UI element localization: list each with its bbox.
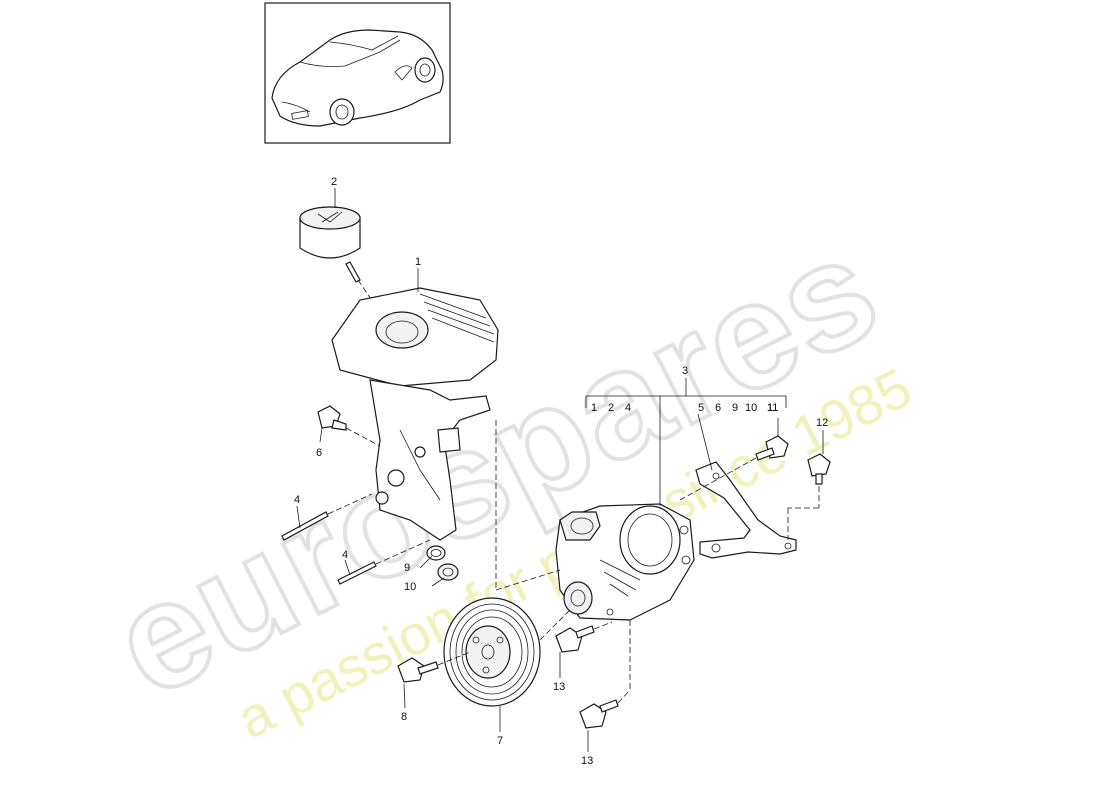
callout-3-item-1: 1 [591,402,597,414]
part-11-bolt [679,435,789,501]
part-13-bolt-upper [555,621,613,653]
callout-3: 3 [682,365,688,377]
part-10-seal [437,563,459,581]
callout-3-item-8: 11 [767,402,778,414]
callout-1: 1 [415,256,421,268]
part-7-pulley [443,597,576,707]
part-12-bolt [787,453,831,540]
car-icon [271,29,444,127]
part-8-bolt [397,651,471,683]
callout-labels: 2 1 3 1 2 4 5 6 9 10 11 6 4 4 9 10 8 7 1… [294,176,828,767]
part-1-reservoir [331,287,499,541]
callout-10: 10 [404,581,416,593]
callout-3-item-7: 10 [745,402,757,414]
callout-3-item-2: 2 [608,402,614,414]
callout-12: 12 [816,417,828,429]
part-5-bracket [695,461,797,559]
pump-assembly [495,420,695,690]
callout-3-item-4: 5 [698,402,704,414]
part-2-reservoir-cap [299,206,385,319]
callout-13-upper: 13 [553,681,565,693]
callout-4-lower: 4 [342,549,348,561]
callout-6: 6 [316,447,322,459]
callout-3-item-6: 9 [732,402,738,414]
callout-3-item-3: 4 [625,402,631,414]
callout-3-item-5: 6 [715,402,721,414]
callout-13-lower: 13 [581,755,593,767]
callout-2: 2 [331,176,337,188]
part-6-bolt [317,405,381,447]
callout-4-upper: 4 [294,494,300,506]
callout-8: 8 [401,711,407,723]
part-13-bolt-lower [579,689,631,729]
callout-7: 7 [497,735,503,747]
part-4-pin-upper [281,493,373,541]
part-4-pin-lower [337,539,431,585]
leader-lines [296,188,824,752]
callout-9: 9 [404,562,410,574]
callout-11: 11 [767,402,778,414]
vehicle-thumbnail [264,2,451,144]
